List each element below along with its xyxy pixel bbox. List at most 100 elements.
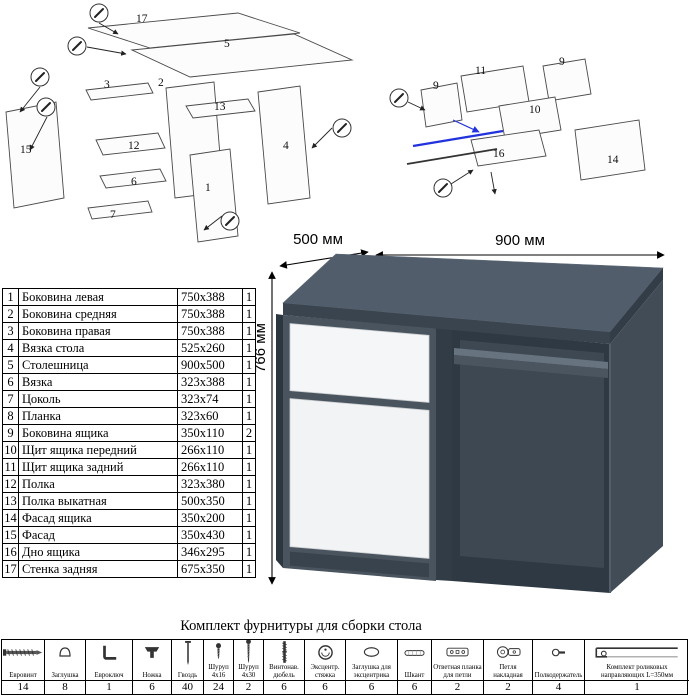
- hardware-item-qty: 6: [133, 680, 171, 694]
- cap-plug-icon: [45, 640, 85, 665]
- part-name: Планка: [18, 407, 178, 425]
- part-name: Вязка стола: [18, 339, 178, 357]
- part-number-label: 13: [214, 101, 226, 113]
- drawer-side-right: [542, 58, 592, 102]
- hex-key-icon: [86, 640, 132, 665]
- part-number: 1: [2, 288, 19, 306]
- hardware-item-label: Ножка: [142, 671, 162, 679]
- hardware-item-qty: 6: [346, 680, 397, 694]
- part-number-label: 5: [224, 38, 230, 50]
- hardware-item-label: Заглушка для эксцентрика: [352, 664, 391, 679]
- dimension-width-label: 900 мм: [495, 232, 545, 249]
- hardware-title: Комплект фурнитуры для сборки стола: [180, 618, 422, 634]
- desk-body: [276, 253, 664, 593]
- part-number: 17: [2, 560, 19, 578]
- desk-tabletop-front-edge: [283, 303, 610, 344]
- panel-rail-top: [85, 82, 154, 101]
- part-name: Щит ящика передний: [18, 441, 178, 459]
- part-size: 750x388: [177, 305, 243, 323]
- hardware-item-label: Евроключ: [94, 671, 124, 679]
- panel-door: [5, 101, 65, 209]
- cam-cover-icon: [346, 640, 397, 664]
- part-size: 323x74: [177, 390, 243, 408]
- cam-lock-icon: [305, 640, 345, 664]
- hardware-item-label: Комплект роликовых направляющих L=350мм: [600, 664, 674, 679]
- desk-tabletop-right-edge: [610, 268, 663, 344]
- part-number-label: 9: [433, 80, 439, 92]
- part-qty: 1: [242, 390, 256, 408]
- door-front-white: [289, 398, 430, 559]
- hardware-item-qty: 4: [533, 680, 584, 694]
- part-number-label: 17: [136, 13, 148, 25]
- part-size: 350x430: [177, 526, 243, 544]
- roller-guides: [406, 119, 504, 165]
- part-size: 346x295: [177, 543, 243, 561]
- part-qty: 1: [242, 543, 256, 561]
- part-name: Фасад ящика: [18, 509, 178, 527]
- hardware-item-label: Заглушка: [51, 671, 79, 679]
- part-name: Боковина средняя: [18, 305, 178, 323]
- screw-long-icon: [234, 640, 263, 664]
- panel-rail: [99, 168, 167, 189]
- hardware-item-qty: 2: [484, 680, 532, 694]
- part-qty: 1: [242, 560, 256, 578]
- part-number: 9: [2, 424, 19, 442]
- drawer-facade: [574, 119, 646, 181]
- part-number: 2: [2, 305, 19, 323]
- part-name: Столешница: [18, 356, 178, 374]
- part-number: 11: [2, 458, 19, 476]
- part-name: Стенка задняя: [18, 560, 178, 578]
- part-qty: 1: [242, 407, 256, 425]
- part-number-label: 10: [529, 104, 541, 116]
- part-size: 266x110: [177, 458, 243, 476]
- part-number-label: 12: [128, 140, 140, 152]
- hardware-item-qty: 2: [234, 680, 263, 694]
- part-name: Боковина ящика: [18, 424, 178, 442]
- part-size: 323x60: [177, 407, 243, 425]
- panel-tabletop: [130, 33, 354, 78]
- hinge-icon: [484, 640, 532, 664]
- drawer-front-white: [289, 323, 430, 403]
- part-number-label: 15: [20, 144, 32, 156]
- part-number: 13: [2, 492, 19, 510]
- hardware-item-qty: 1: [585, 680, 689, 694]
- hardware-item-label: Ответная планка для петли: [433, 664, 482, 679]
- part-number: 7: [2, 390, 19, 408]
- keyboard-tray: [454, 348, 608, 378]
- part-number: 16: [2, 543, 19, 561]
- hardware-callout-circles: [389, 88, 453, 198]
- part-number: 14: [2, 509, 19, 527]
- leg-icon: [133, 640, 171, 665]
- part-number-label: 9: [559, 56, 565, 68]
- part-number-label: 6: [131, 176, 137, 188]
- hardware-item-label: Эксцентр. стяжка: [310, 664, 340, 679]
- hardware-item-qty: 40: [172, 680, 203, 694]
- part-size: 350x110: [177, 424, 243, 442]
- part-name: Боковина левая: [18, 288, 178, 306]
- hardware-item-label: Шуруп 4х16: [208, 664, 229, 679]
- desk-render: 900 мм 500 мм 766 мм: [252, 231, 665, 593]
- part-name: Полка: [18, 475, 178, 493]
- part-name: Дно ящика: [18, 543, 178, 561]
- hardware-item-qty: 6: [305, 680, 345, 694]
